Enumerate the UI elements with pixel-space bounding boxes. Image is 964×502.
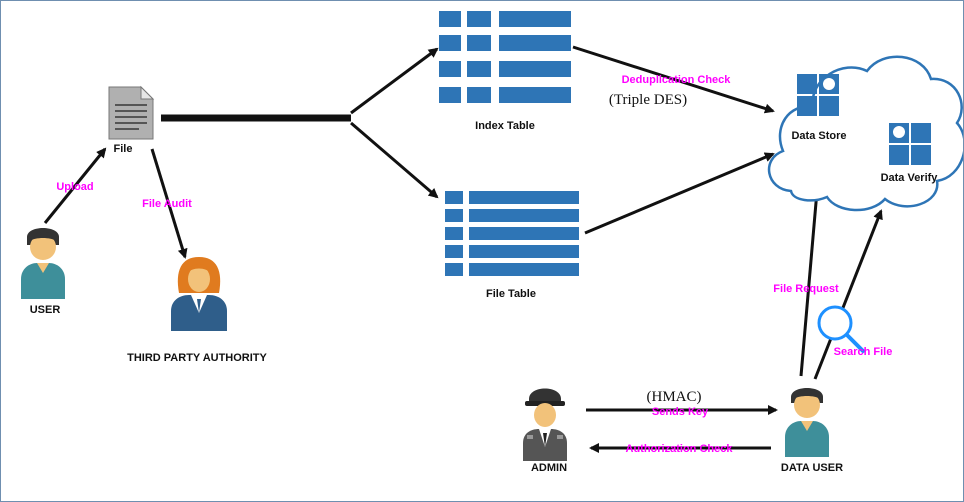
document-icon	[108, 85, 155, 140]
file-label: File	[114, 143, 133, 155]
dedup-check-label: Deduplication Check	[622, 74, 732, 86]
arrow-user-to-file	[43, 147, 107, 224]
arrow-datauser-to-datastore	[799, 189, 822, 377]
edges	[43, 45, 883, 453]
file-audit-label: File Audit	[142, 198, 192, 210]
magnifier-icon	[817, 305, 865, 353]
user-person-icon	[21, 228, 65, 299]
third-party-label: THIRD PARTY AUTHORITY	[127, 352, 267, 364]
cloud-icon	[767, 55, 963, 212]
file-table-icon	[445, 191, 579, 276]
file-request-label: File Request	[773, 283, 839, 295]
auth-check-label: Authorization Check	[626, 443, 734, 455]
search-file-label: Search File	[834, 346, 893, 358]
file-table-label: File Table	[486, 288, 536, 300]
female-officer-icon	[171, 257, 227, 331]
arrow-datauser-to-dataverify	[813, 209, 883, 380]
data-store-icon	[797, 74, 839, 116]
admin-label: ADMIN	[531, 462, 567, 474]
arrow-to-index-table	[350, 47, 439, 115]
triple-des-label: (Triple DES)	[609, 92, 687, 108]
index-table-icon	[439, 11, 571, 103]
data-user-label: DATA USER	[781, 462, 843, 474]
arrow-to-file-table	[350, 121, 439, 199]
index-table-label: Index Table	[475, 120, 535, 132]
sends-key-label: Sends Key	[652, 406, 709, 418]
hmac-label: (HMAC)	[647, 389, 702, 405]
data-verify-label: Data Verify	[881, 172, 939, 184]
arrow-filetable-to-cloud	[584, 152, 775, 235]
data-verify-icon	[889, 123, 931, 165]
user-label: USER	[30, 304, 61, 316]
arrow-index-to-cloud	[572, 45, 775, 114]
police-officer-icon	[523, 388, 567, 461]
upload-label: Upload	[56, 181, 93, 193]
arrow-file-to-tpa	[150, 148, 188, 259]
data-store-label: Data Store	[791, 130, 846, 142]
data-user-person-icon	[785, 388, 829, 457]
